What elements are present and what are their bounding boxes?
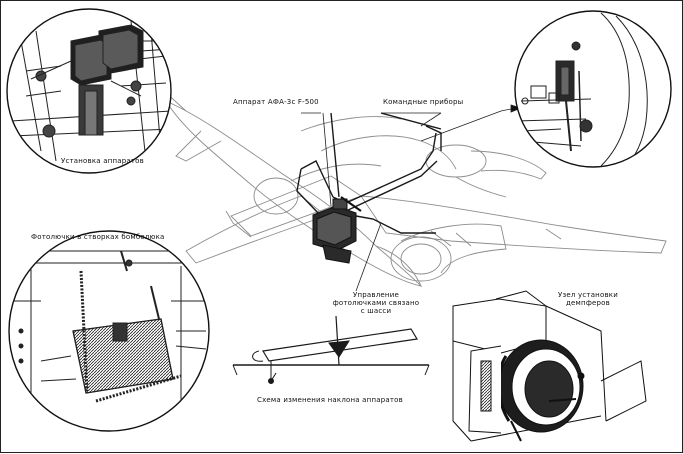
photo-hatches-detail	[8, 230, 210, 432]
camera-unit	[312, 196, 362, 264]
label-camera: Аппарат АФА-3с F-500	[233, 98, 319, 106]
label-damper-node: Узел установки демпферов	[558, 291, 618, 307]
leader-lines	[301, 104, 523, 292]
label-photo-hatches: Фотолючки в створках бомболюка	[31, 233, 165, 241]
label-tilt-scheme: Схема изменения наклона аппаратов	[257, 396, 403, 404]
damper-node-detail	[452, 290, 647, 442]
label-installation: Установка аппаратов	[61, 157, 144, 165]
installation-detail	[6, 8, 172, 174]
label-hatch-control: Управление фотолючками связано с шасси	[332, 291, 420, 315]
label-command-devices: Командные приборы	[383, 98, 464, 106]
tilt-scheme	[232, 315, 430, 384]
command-devices-detail	[514, 10, 672, 168]
